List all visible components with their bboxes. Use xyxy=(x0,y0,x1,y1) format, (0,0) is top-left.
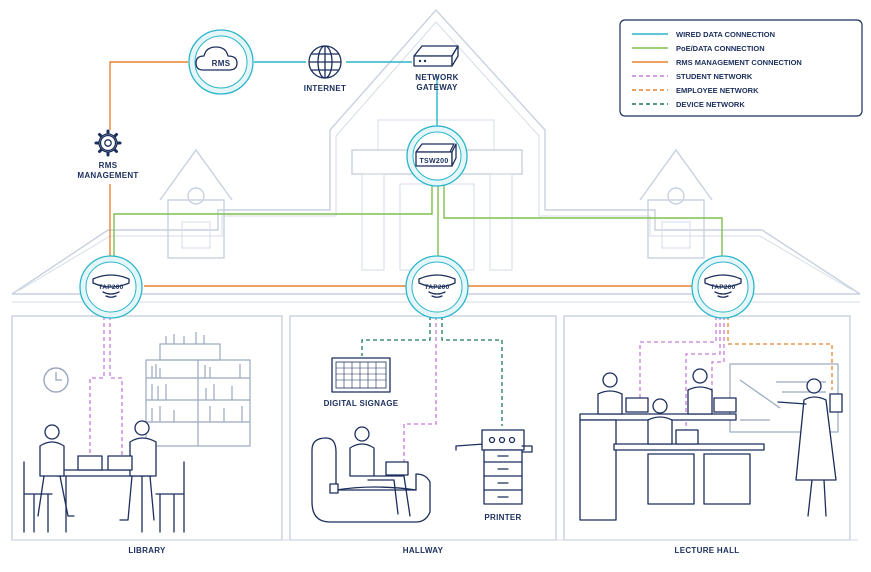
ap-left-node: TAP200 xyxy=(79,255,143,319)
student-library-2 xyxy=(109,316,123,460)
chair-right xyxy=(155,461,185,533)
gateway-label-1: NETWORK xyxy=(415,73,458,82)
clock-icon xyxy=(43,367,69,393)
laptop-icon xyxy=(77,455,103,471)
poe-right xyxy=(443,184,723,256)
ap-left-label: TAP200 xyxy=(98,284,123,291)
rms-node: RMS xyxy=(188,29,254,95)
teacher xyxy=(777,378,843,517)
gateway-label-2: GATEWAY xyxy=(416,83,458,92)
lecture-scene xyxy=(579,363,843,521)
room-label-lecture-hall: LECTURE HALL xyxy=(675,546,740,555)
switch-label: TSW200 xyxy=(419,158,448,165)
laptop-icon xyxy=(625,397,649,413)
digital-signage-icon xyxy=(331,357,391,393)
bookshelf xyxy=(145,332,251,447)
rms-management-label-1: RMS xyxy=(99,161,118,170)
coffee-cup-icon xyxy=(329,483,339,494)
laptop-icon xyxy=(713,397,737,413)
legend-label: WIRED DATA CONNECTION xyxy=(676,30,775,39)
internet-label: INTERNET xyxy=(304,84,346,93)
legend: WIRED DATA CONNECTION PoE/DATA CONNECTION… xyxy=(619,19,863,117)
student-lecture-1 xyxy=(597,372,649,415)
access-point-icon xyxy=(704,274,742,298)
device-signage xyxy=(361,316,431,356)
student-hallway xyxy=(403,316,437,462)
rms-management-label-2: MANAGEMENT xyxy=(77,171,138,180)
printer-icon xyxy=(455,429,533,505)
gateway-node: NETWORK GATEWAY xyxy=(413,45,459,92)
switch-node: TSW200 xyxy=(406,125,468,187)
legend-label: DEVICE NETWORK xyxy=(676,100,745,109)
router-icon xyxy=(413,45,459,67)
student-lecture-3 xyxy=(647,398,699,445)
room-label-hallway: HALLWAY xyxy=(403,546,444,555)
cloud-icon xyxy=(195,46,238,71)
student-woman xyxy=(37,424,103,517)
ap-mid-label: TAP200 xyxy=(424,284,449,291)
access-point-icon xyxy=(418,274,456,298)
ap-mid-node: TAP200 xyxy=(405,255,469,319)
rms-mgmt-line xyxy=(109,61,188,130)
student-lecture-1 xyxy=(639,316,717,400)
printer-label: PRINTER xyxy=(484,513,521,522)
switch-icon xyxy=(415,143,457,167)
legend-label: EMPLOYEE NETWORK xyxy=(676,86,759,95)
access-point-icon xyxy=(92,274,130,298)
internet-node: INTERNET xyxy=(304,45,346,93)
armchair xyxy=(311,437,431,523)
globe-icon xyxy=(308,45,342,79)
signage-label: DIGITAL SIGNAGE xyxy=(324,399,399,408)
student-library xyxy=(89,316,105,460)
employee-lecture xyxy=(727,316,833,390)
poe-left xyxy=(113,184,433,256)
gear-icon xyxy=(94,129,122,157)
person-reading xyxy=(349,426,411,517)
student-lecture-2 xyxy=(687,368,737,415)
legend-label: RMS MANAGEMENT CONNECTION xyxy=(676,58,802,67)
rms-management-node: RMS MANAGEMENT xyxy=(77,129,138,180)
library-scene xyxy=(23,332,251,533)
hallway-scene: DIGITAL SIGNAGE PRINTER xyxy=(311,357,533,523)
chair-left xyxy=(23,461,53,533)
device-printer xyxy=(441,316,503,426)
room-label-library: LIBRARY xyxy=(128,546,166,555)
rms-label: RMS xyxy=(212,59,231,68)
building-outline xyxy=(11,8,861,541)
tablet-icon xyxy=(829,393,843,413)
student-lecture-3 xyxy=(711,316,725,400)
laptop-icon xyxy=(107,455,133,471)
legend-label: STUDENT NETWORK xyxy=(676,72,753,81)
connections xyxy=(89,61,833,462)
laptop-icon xyxy=(385,461,409,476)
ap-right-label: TAP200 xyxy=(710,284,735,291)
student-man xyxy=(107,420,157,521)
laptop-icon xyxy=(675,429,699,445)
ap-right-node: TAP200 xyxy=(691,255,755,319)
legend-label: PoE/DATA CONNECTION xyxy=(676,44,765,53)
